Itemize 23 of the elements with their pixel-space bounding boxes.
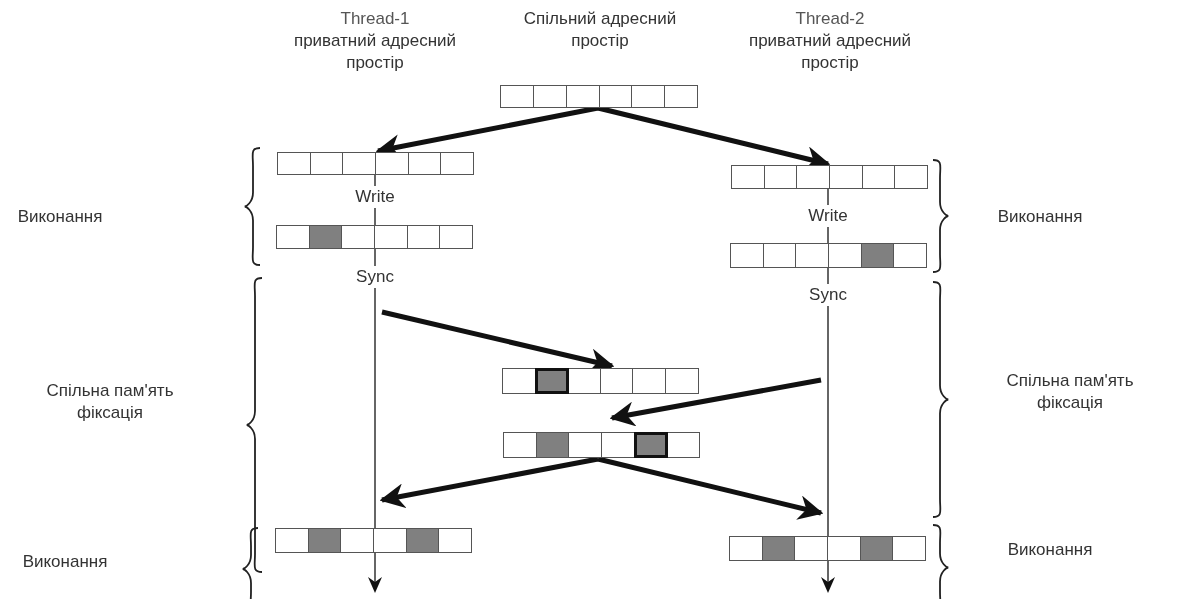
phase-label: Виконання	[996, 206, 1084, 228]
memory-array	[731, 165, 927, 189]
memory-array	[275, 528, 471, 553]
memory-array	[730, 243, 926, 268]
memory-array	[729, 536, 925, 561]
memory-array	[503, 432, 699, 458]
arrow	[379, 456, 599, 509]
phase-label: Спільна пам'ять фіксація	[45, 380, 175, 424]
thread-title: Thread-1	[339, 8, 411, 30]
phase-label: Виконання	[1006, 539, 1094, 561]
thread-caption: приватний адресний простір	[747, 30, 913, 74]
memory-array	[502, 368, 697, 394]
arrow	[597, 456, 824, 520]
phase-label: Спільна пам'ять фіксація	[1005, 370, 1135, 414]
thread-title: Thread-2	[794, 8, 866, 30]
memory-array	[500, 85, 697, 108]
arrow	[609, 377, 822, 427]
thread-caption: приватний адресний простір	[292, 30, 458, 74]
memory-array	[277, 152, 473, 175]
memory-array	[276, 225, 472, 249]
phase-label: Виконання	[16, 206, 104, 228]
phase-label: Виконання	[21, 551, 109, 573]
shared-space-caption: Спільний адресний простір	[522, 8, 678, 52]
